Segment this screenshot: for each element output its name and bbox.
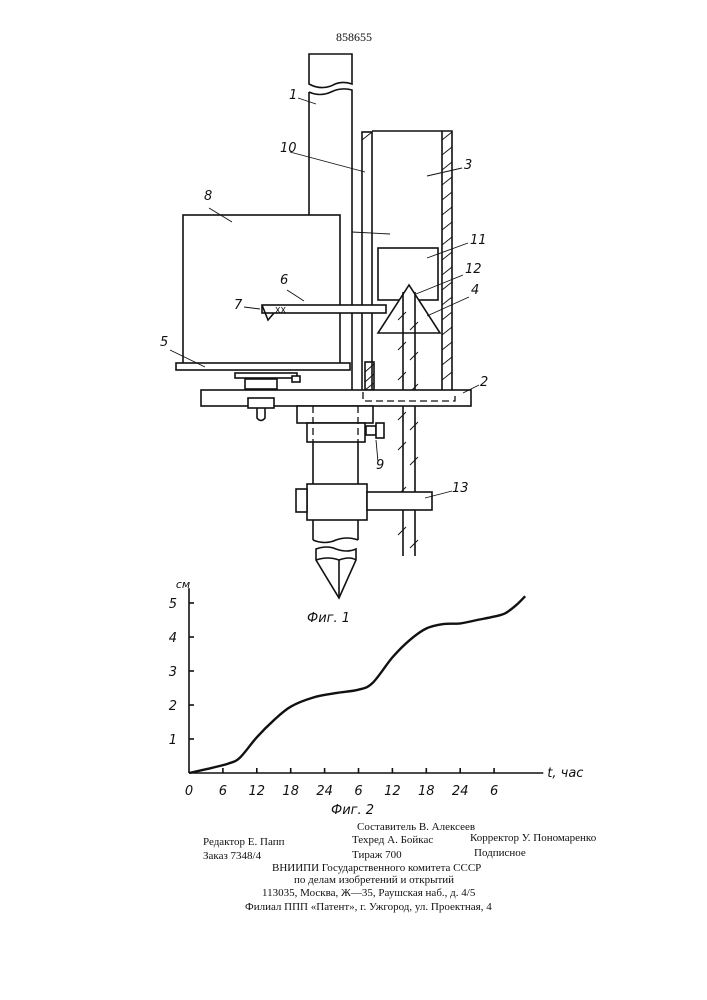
order-number: Заказ 7348/4 xyxy=(203,850,261,862)
compiler: Составитель В. Алексеев xyxy=(357,821,475,833)
address: 113035, Москва, Ж—35, Раушская наб., д. … xyxy=(262,887,475,899)
subscription: Подписное xyxy=(474,847,526,859)
editor: Редактор Е. Папп xyxy=(203,836,284,848)
x-axis-label: t, час xyxy=(547,766,583,781)
tech-editor: Техред А. Бойкас xyxy=(352,834,433,846)
x-tick-label: 24 xyxy=(452,784,469,799)
x-tick-label: 6 xyxy=(354,784,362,799)
x-tick-label: 12 xyxy=(384,784,401,799)
x-tick-label: 12 xyxy=(249,784,266,799)
y-axis-label: см xyxy=(176,578,190,591)
circulation: Тираж 700 xyxy=(352,849,402,861)
x-tick-label: 6 xyxy=(490,784,498,799)
y-tick-label: 3 xyxy=(169,665,177,680)
y-tick-label: 4 xyxy=(169,631,177,646)
org-line-1: ВНИИПИ Государственного комитета СССР xyxy=(272,862,481,874)
org-line-2: по делам изобретений и открытий xyxy=(294,874,454,886)
y-tick-label: 2 xyxy=(169,699,177,714)
x-tick-label: 6 xyxy=(219,784,227,799)
x-tick-label: 18 xyxy=(282,784,299,799)
x-tick-label: 0 xyxy=(185,784,193,799)
y-tick-label: 5 xyxy=(169,597,177,612)
proofreader: Корректор У. Пономаренко xyxy=(470,832,596,844)
x-tick-label: 18 xyxy=(418,784,435,799)
y-tick-label: 1 xyxy=(169,733,177,748)
series-line-growth xyxy=(189,596,525,773)
figure-2-caption: Фиг. 2 xyxy=(331,804,374,818)
x-tick-label: 24 xyxy=(316,784,333,799)
branch: Филиал ППП «Патент», г. Ужгород, ул. Про… xyxy=(245,901,492,913)
